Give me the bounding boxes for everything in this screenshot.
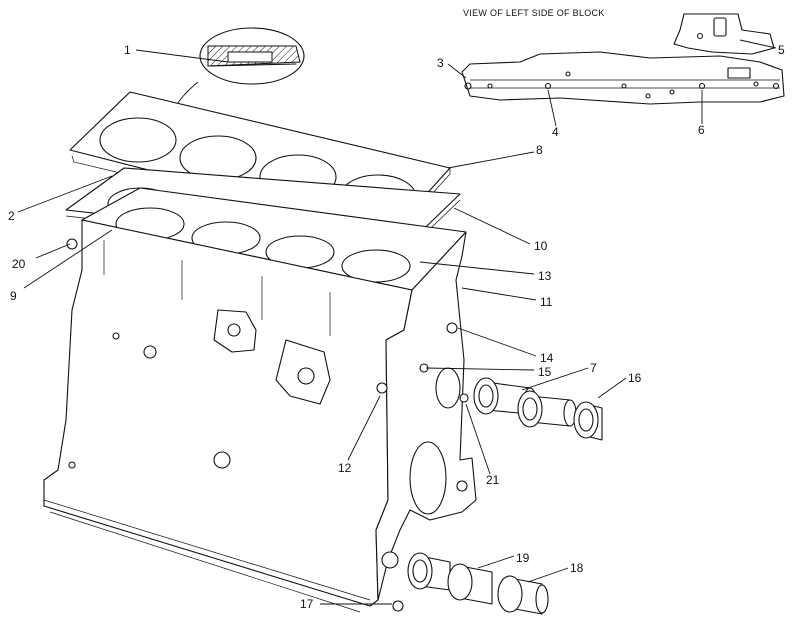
callout-20: 20 — [12, 257, 26, 271]
callout-13: 13 — [538, 269, 552, 283]
callout-8: 8 — [536, 143, 543, 157]
bushing-18 — [497, 575, 549, 615]
callout-10: 10 — [534, 239, 548, 253]
inset-caption: VIEW OF LEFT SIDE OF BLOCK — [463, 8, 605, 18]
callout-9: 9 — [10, 289, 17, 303]
bushing-19a — [407, 552, 451, 591]
camshaft-bushings-upper — [473, 377, 603, 441]
callout-6: 6 — [698, 123, 705, 137]
left-side-view-inset: VIEW OF LEFT SIDE OF BLOCK — [461, 8, 785, 105]
cylinder-block — [43, 187, 477, 613]
callout-7: 7 — [590, 361, 597, 375]
bushing-16 — [573, 401, 603, 441]
callout-21: 21 — [486, 473, 500, 487]
callout-19: 19 — [516, 551, 530, 565]
callout-12: 12 — [338, 461, 352, 475]
callout-labels: 1 2 3 4 5 6 7 8 9 10 11 12 13 14 15 16 1… — [8, 43, 785, 611]
callout-15: 15 — [538, 365, 552, 379]
callout-2: 2 — [8, 209, 15, 223]
callout-18: 18 — [570, 561, 584, 575]
side-cover-part — [673, 13, 775, 55]
callout-14: 14 — [540, 351, 554, 365]
callout-16: 16 — [628, 371, 642, 385]
callout-1: 1 — [124, 43, 131, 57]
bushing-19b — [447, 563, 493, 605]
callout-4: 4 — [552, 125, 559, 139]
side-rail-part — [461, 51, 785, 105]
leader-lines — [17, 39, 777, 605]
callout-5: 5 — [778, 43, 785, 57]
callout-17: 17 — [300, 597, 314, 611]
crank-bushings-lower — [407, 552, 549, 615]
bushing-middle — [517, 390, 577, 428]
callout-3: 3 — [437, 56, 444, 70]
gasket-detail-magnifier — [170, 27, 305, 118]
callout-11: 11 — [540, 295, 553, 309]
